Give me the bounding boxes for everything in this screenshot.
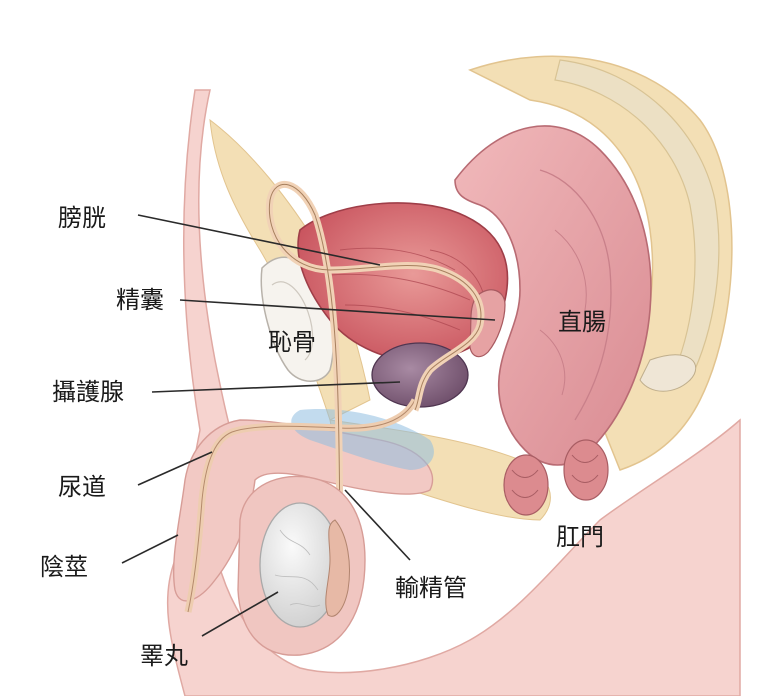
leader-seminal-vesicle [179, 299, 496, 321]
leader-testis [201, 591, 279, 637]
label-vas-deferens: 輸精管 [395, 574, 467, 602]
label-penis: 陰莖 [40, 553, 88, 581]
leader-prostate [151, 381, 401, 393]
label-prostate: 攝護腺 [52, 378, 124, 406]
rectal-fold [539, 169, 612, 421]
label-bladder: 膀胱 [58, 204, 106, 232]
rectal-fold-3 [539, 329, 566, 396]
rectum [454, 125, 652, 466]
anal-sphincter [503, 439, 609, 516]
urethra-outline [187, 399, 416, 613]
coccyx [639, 354, 697, 392]
label-urethra: 尿道 [58, 473, 106, 501]
leader-bladder [137, 214, 381, 266]
label-anus: 肛門 [556, 523, 604, 551]
label-testis: 睪丸 [140, 642, 188, 670]
leader-penis [121, 534, 179, 564]
label-rectum: 直腸 [558, 308, 606, 336]
bladder-texture [329, 247, 486, 331]
pubic-bone-detail [271, 281, 314, 361]
leader-vas-deferens [344, 489, 411, 561]
rectal-fold-2 [554, 229, 587, 311]
epididymis [325, 519, 350, 617]
vas-deferens-outline [268, 183, 482, 601]
leader-urethra [137, 451, 213, 486]
testis-texture [274, 529, 321, 607]
label-pubic-bone: 恥骨 [268, 328, 316, 356]
label-seminal-vesicle: 精囊 [116, 286, 164, 314]
